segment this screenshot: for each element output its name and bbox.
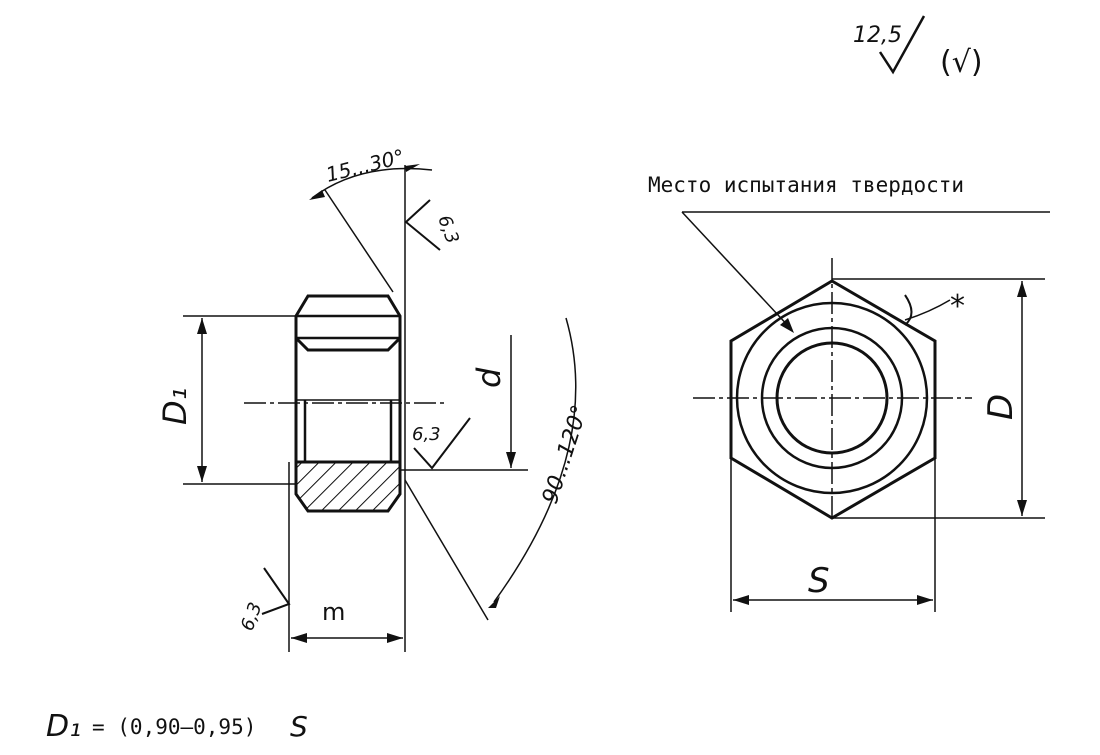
s-label: S (808, 561, 830, 601)
m-label: m (322, 598, 345, 626)
chamfer-angle-label: 15...30° (323, 144, 406, 187)
face-roughness-mark (404, 199, 441, 251)
formula-rhs: = (0,90–0,95) (92, 715, 256, 739)
chamfer-marker-arc (904, 294, 913, 326)
formula-var: S (290, 710, 308, 743)
general-roughness-mark: 12,5 (√) (853, 15, 983, 80)
roughness-check-icon (878, 15, 926, 75)
formula: D₁ = (0,90–0,95) S (46, 709, 308, 744)
chamfer-marker-star: * (950, 289, 965, 324)
chamfer-angle-arc (311, 167, 433, 199)
formula-lhs: D₁ (46, 709, 81, 744)
thread-roughness-value: 6,3 (412, 424, 441, 445)
hardness-test-label: Место испытания твердости (648, 173, 964, 197)
nut-side-view: D₁ m d 15...30° 6,3 6,3 6,3 90...1 (156, 144, 593, 652)
roughness-general-value: 12,5 (853, 23, 902, 48)
countersink-angle-label: 90...120° (538, 402, 593, 507)
countersink-angle-arc (493, 317, 577, 603)
bearing-roughness-value: 6,3 (237, 600, 267, 634)
bearing-roughness-mark (261, 567, 291, 615)
d-label: d (470, 367, 508, 388)
face-roughness-value: 6,3 (433, 213, 463, 247)
thread-roughness-mark (413, 417, 471, 470)
nut-side-outline (294, 294, 402, 462)
d-across-corners-label: D (981, 394, 1021, 420)
hatched-section (294, 460, 402, 513)
nut-top-view: D S Место испытания твердости * (648, 173, 1050, 612)
roughness-bracket: (√) (940, 45, 983, 80)
hardness-leader-line (681, 211, 793, 331)
d1-label: D₁ (156, 388, 194, 425)
